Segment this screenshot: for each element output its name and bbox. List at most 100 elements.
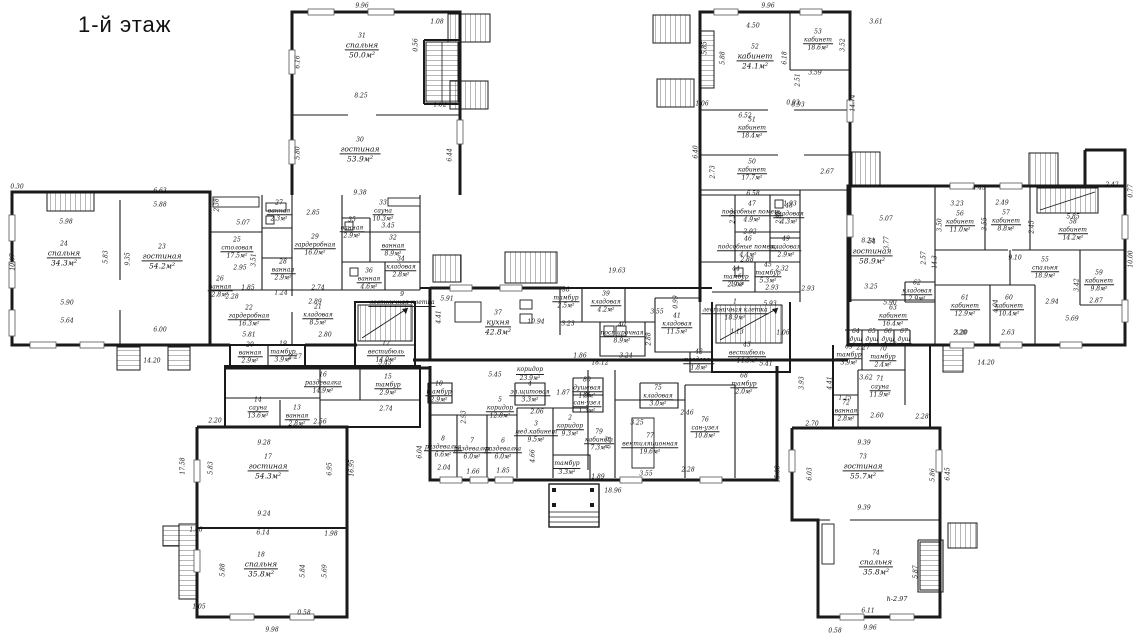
dimension-label: 0.58 (297, 609, 311, 617)
dimension-label: 3.55 (650, 308, 664, 316)
dimension-label: 15.08 (774, 465, 782, 483)
dimension-label: 3.24 (619, 352, 633, 360)
dimension-label: 2.92 (743, 228, 757, 236)
dimension-label: 2.88 (740, 256, 754, 264)
dimension-label: 5.90 (60, 299, 74, 307)
dimension-label: 9.39 (857, 439, 871, 447)
dimension-label: 4.41 (826, 376, 834, 390)
dimension-label: 1.89 (591, 473, 605, 481)
dimension-label: 2.06 (530, 408, 544, 416)
dimension-label: 10.00 (1127, 250, 1135, 268)
dimension-label: 9.35 (124, 252, 132, 266)
dimension-label: 17.58 (179, 457, 187, 475)
dimension-label: 2.20 (208, 417, 222, 425)
dimension-label: 5.07 (879, 215, 893, 223)
dimension-label: 1.05 (192, 603, 206, 611)
dimension-label: 6.45 (944, 467, 952, 481)
dimension-label: 6.52 (738, 112, 752, 120)
dimension-label: 5.90 (883, 299, 897, 307)
dimension-label: 2.63 (1001, 329, 1015, 337)
dimension-label: 5.86 (929, 468, 937, 482)
dimension-label: 2.93 (460, 410, 468, 424)
dimension-label: 3.59 (808, 69, 822, 77)
dimension-label: 5.93 (763, 300, 777, 308)
dimension-label: 2.87 (1089, 297, 1103, 305)
dimension-label: 6.04 (416, 445, 424, 459)
dimension-label: 2.96 (775, 210, 783, 224)
dimension-label: 2.60 (870, 412, 884, 420)
dimension-label: 5.07 (236, 219, 250, 227)
dimension-label: 6.95 (326, 462, 334, 476)
dimension-label: 1.86 (573, 352, 587, 360)
dimension-label: 1.85 (496, 467, 510, 475)
dimension-label: 2.67 (820, 168, 834, 176)
dimension-label: 1.98 (324, 530, 338, 538)
dimension-label: 9.38 (353, 189, 367, 197)
dimension-label: 5.88 (153, 201, 167, 209)
dimension-label: 10.94 (527, 318, 545, 326)
dimension-label: 8.24 (861, 237, 875, 245)
dimension-label: 1.93 (783, 200, 797, 208)
dimension-label: 14.20 (143, 357, 161, 365)
dimension-label: 5.45 (488, 371, 502, 379)
dimension-label: 14.3 (931, 255, 939, 269)
dimension-label: 3.61 (869, 18, 883, 26)
dimension-label: 9.98 (265, 626, 279, 634)
dimension-label: 2.51 (794, 73, 802, 87)
dimension-label: 4.50 (746, 22, 760, 30)
dimension-label: 5.85 (701, 41, 709, 55)
dimension-label: 5.69 (1065, 315, 1079, 323)
dimension-label: 2.85 (306, 209, 320, 217)
dimension-label: 4.43 (972, 184, 986, 192)
dimension-label: 9.96 (761, 2, 775, 10)
dimension-label: 2.57 (920, 251, 928, 265)
dimension-label: 2.74 (311, 284, 325, 292)
dimension-label: 6.00 (153, 326, 167, 334)
dimension-label: 2.20 (953, 329, 967, 337)
dimension-label: 2.93 (801, 285, 815, 293)
dimension-label: 18.12 (591, 359, 609, 367)
dimension-label: 3.62 (859, 374, 873, 382)
dimension-label: 1.06 (695, 100, 709, 108)
dimension-label: 1.02 (433, 101, 447, 109)
height-note: h-2.97 (886, 595, 908, 603)
dimension-label: 3.55 (981, 217, 989, 231)
